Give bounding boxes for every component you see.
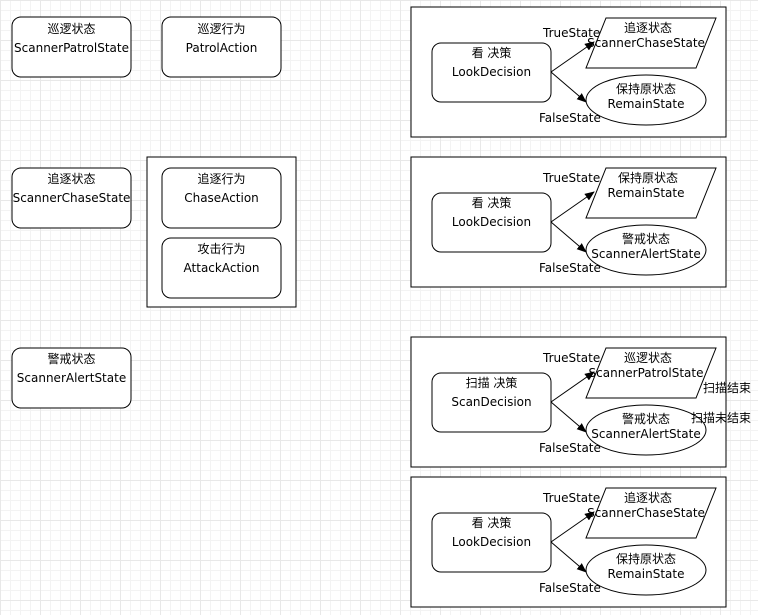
target-title: 保持原状态 [618, 170, 678, 185]
false-arrow [550, 71, 587, 103]
target-title: 追逐状态 [624, 490, 672, 505]
decision-name: ScanDecision [451, 395, 531, 409]
action-node-chase[interactable]: 追逐行为 ChaseAction [161, 167, 282, 229]
decision-name: LookDecision [452, 535, 531, 549]
false-label: FalseState [539, 111, 601, 125]
decision-node[interactable]: 看 决策 LookDecision [431, 192, 552, 253]
true-label: TrueState [542, 171, 600, 185]
false-target-node[interactable]: 警戒状态 ScannerAlertState [585, 404, 707, 456]
target-title: 巡逻状态 [624, 351, 672, 365]
true-arrow [550, 371, 595, 403]
target-name: RemainState [608, 97, 685, 111]
true-target-node[interactable]: 巡逻状态 ScannerPatrolState [585, 347, 717, 399]
decision-node[interactable]: 扫描 决策 ScanDecision [431, 372, 552, 433]
false-arrow [550, 221, 587, 253]
action-name: PatrolAction [186, 41, 258, 55]
action-node-attack[interactable]: 攻击行为 AttackAction [161, 237, 282, 299]
state-title: 追逐状态 [47, 171, 95, 186]
decision-title: 看 决策 [472, 196, 512, 210]
action-name: AttackAction [184, 261, 260, 275]
transition-group-3: 扫描 决策 ScanDecision TrueState FalseState … [410, 336, 751, 468]
false-condition-note: 扫描未结束 [691, 411, 751, 425]
target-name: ScannerAlertState [591, 427, 700, 441]
true-arrow [550, 511, 595, 543]
state-node-chase[interactable]: 追逐状态 ScannerChaseState [11, 167, 132, 229]
state-name: ScannerAlertState [17, 371, 126, 385]
decision-node[interactable]: 看 决策 LookDecision [431, 42, 552, 103]
decision-name: LookDecision [452, 65, 531, 79]
true-target-node[interactable]: 追逐状态 ScannerChaseState [585, 17, 717, 69]
false-arrow [550, 401, 587, 433]
target-title: 警戒状态 [622, 411, 670, 426]
state-title: 警戒状态 [47, 351, 95, 366]
action-node-patrol[interactable]: 巡逻行为 PatrolAction [161, 16, 282, 78]
true-target-node[interactable]: 保持原状态 RemainState [585, 167, 717, 219]
transition-group-1: 看 决策 LookDecision TrueState FalseState 追… [410, 6, 727, 138]
target-title: 保持原状态 [616, 81, 676, 96]
true-label: TrueState [542, 491, 600, 505]
true-label: TrueState [542, 351, 600, 365]
target-name: ScannerChaseState [587, 36, 705, 50]
target-title: 警戒状态 [622, 231, 670, 246]
transition-group-2: 看 决策 LookDecision TrueState FalseState 保… [410, 156, 727, 288]
action-title: 巡逻行为 [197, 22, 245, 36]
false-label: FalseState [539, 261, 601, 275]
action-title: 追逐行为 [197, 171, 245, 186]
decision-name: LookDecision [452, 215, 531, 229]
decision-title: 看 决策 [472, 516, 512, 530]
target-title: 保持原状态 [616, 551, 676, 566]
target-title: 追逐状态 [624, 20, 672, 35]
false-label: FalseState [539, 581, 601, 595]
false-label: FalseState [539, 441, 601, 455]
false-target-node[interactable]: 保持原状态 RemainState [585, 544, 707, 596]
target-name: RemainState [608, 567, 685, 581]
state-node-alert[interactable]: 警戒状态 ScannerAlertState [11, 347, 132, 409]
target-name: ScannerAlertState [591, 247, 700, 261]
action-name: ChaseAction [184, 191, 259, 205]
target-name: RemainState [608, 186, 685, 200]
true-target-node[interactable]: 追逐状态 ScannerChaseState [585, 487, 717, 539]
action-title: 攻击行为 [197, 242, 245, 256]
false-arrow [550, 541, 587, 573]
state-name: ScannerPatrolState [14, 41, 129, 55]
state-title: 巡逻状态 [47, 22, 95, 36]
true-arrow [550, 191, 595, 223]
decision-node[interactable]: 看 决策 LookDecision [431, 512, 552, 573]
target-name: ScannerPatrolState [589, 366, 704, 380]
target-name: ScannerChaseState [587, 506, 705, 520]
true-condition-note: 扫描结束 [703, 381, 751, 395]
state-name: ScannerChaseState [13, 191, 131, 205]
true-label: TrueState [542, 26, 600, 40]
false-target-node[interactable]: 保持原状态 RemainState [585, 74, 707, 126]
transition-group-4: 看 决策 LookDecision TrueState FalseState 追… [410, 476, 727, 608]
false-target-node[interactable]: 警戒状态 ScannerAlertState [585, 224, 707, 276]
true-arrow [550, 41, 595, 73]
state-node-patrol[interactable]: 巡逻状态 ScannerPatrolState [11, 16, 132, 78]
decision-title: 扫描 决策 [466, 376, 518, 390]
decision-title: 看 决策 [472, 46, 512, 60]
